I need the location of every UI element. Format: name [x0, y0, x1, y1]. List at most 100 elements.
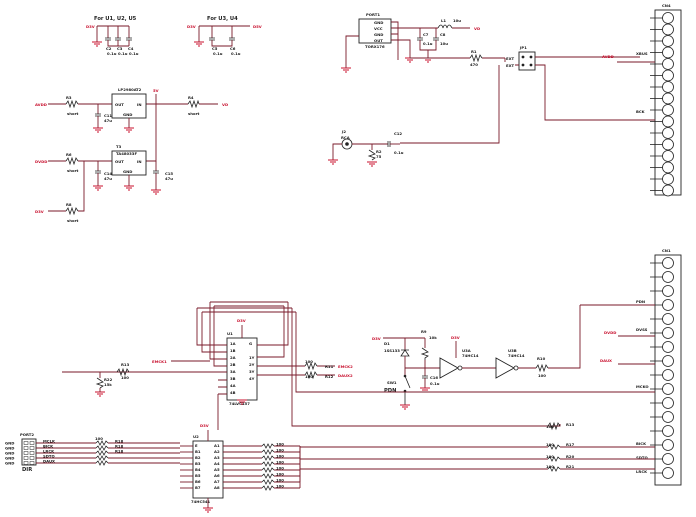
cn4-pin-9: [662, 104, 674, 116]
ic-t3-part: TA48033F: [116, 151, 137, 156]
u2-pin-right-5: A5: [214, 467, 220, 472]
res-r10-ref: R10: [537, 356, 546, 361]
res-r12-value: 100: [305, 374, 313, 379]
res-r13b-ref: R13: [566, 422, 575, 427]
res-r18-value: 100: [95, 436, 103, 441]
net-d3v-label: D3V: [86, 24, 95, 29]
cn4-pin-1: [662, 12, 674, 24]
u2-pin-left-5: B4: [195, 467, 201, 472]
u1-pin-1a: 1A: [230, 341, 236, 346]
cap-c7-ref: C7: [423, 32, 429, 37]
res-r3-ref: R3: [66, 95, 72, 100]
port2-pin-2: GND: [5, 446, 14, 451]
cn1-pin-mcko: MCKO: [636, 384, 649, 389]
ic-t2-in: IN: [137, 102, 142, 107]
cap-c11-value: 47u: [104, 118, 112, 123]
res-r22-ref: R22: [104, 377, 113, 382]
u1-pin-2a: 2A: [230, 355, 236, 360]
sig-left-mclk: MCLK: [43, 439, 56, 444]
net-d3v-u1: D3V: [237, 318, 246, 323]
port1-pin-gnd2: GND: [374, 32, 383, 37]
u2-pin-right-3: A3: [214, 455, 220, 460]
inductor-l1-value: 10u: [453, 18, 461, 23]
net-emck1: EMCK1: [152, 359, 167, 364]
gate-u3b-ref: U3B: [508, 348, 517, 353]
net-avdd-left: AVDD: [35, 102, 47, 107]
res-r6-value: short: [67, 168, 78, 173]
res-r21-value: 100: [546, 464, 554, 469]
u1-pin-3a: 3A: [230, 369, 236, 374]
cn4-pin-avdd: AVDD: [602, 54, 614, 59]
cap-c5-ref: C5: [212, 46, 218, 51]
u2-pin-right-2: A2: [214, 449, 220, 454]
port2-pin-4: GND: [5, 456, 14, 461]
gate-u3a-ref: U3A: [462, 348, 471, 353]
cn1-pin-1: [662, 257, 674, 269]
u1-pin-3b: 3B: [230, 376, 236, 381]
jp1-ref: JP1: [519, 45, 527, 50]
cap-c16-ref: C16: [430, 375, 438, 380]
u1-pin-g: G: [249, 341, 252, 346]
cap-c16-value: 0.1u: [430, 381, 440, 386]
cn1-pin-16: [662, 467, 674, 479]
net-daux2: DAUX2: [338, 373, 353, 378]
ic-u1: U1 74LVC157 D3V 1A 1B 2A 2B 3A 3B 4A 4B …: [62, 301, 353, 430]
res-r18-1: R18: [115, 439, 124, 444]
cn4-pin-13: [662, 150, 674, 162]
res-r17-value: 100: [546, 442, 554, 447]
net-d3v-left: D3V: [35, 209, 44, 214]
ic-t3-in: IN: [137, 159, 142, 164]
cn4-pin-7: [662, 81, 674, 93]
rca-ref: J2: [341, 129, 346, 134]
cap-c2-ref: C2: [106, 46, 112, 51]
res-bank-value-8: 100: [276, 484, 284, 489]
cn1-pin-bick: BICK: [636, 441, 647, 446]
ic-t3-ref: T3: [116, 144, 122, 149]
connector-cn1: CN1 PDN DVDD DVSS DAUX MCKO BICK SDTO LR…: [600, 248, 682, 486]
cap-c3-ref: C3: [117, 46, 123, 51]
res-bank-value-5: 100: [276, 466, 284, 471]
net-emck2: EMCK2: [338, 364, 353, 369]
note-u1-u2-u5: For U1, U2, U5: [94, 16, 137, 22]
cn1-pin-8: [662, 355, 674, 367]
regulator-t2: AVDD R3 short T2 LP2980A OUT IN GND C11 …: [35, 87, 228, 133]
cn1-pin-dvss: DVSS: [636, 327, 648, 332]
port2-ref: PORT2: [20, 432, 34, 437]
net-vd-right: VD: [474, 26, 480, 31]
res-bank-value-1: 100: [276, 442, 284, 447]
u1-body: [226, 337, 258, 401]
res-r18-2: R18: [115, 444, 124, 449]
cn4-pin-bck: BCK: [636, 109, 646, 114]
u1-ref: U1: [227, 331, 233, 336]
u2-pin-right-7: A7: [214, 479, 220, 484]
net-d5v-label: D5V: [253, 24, 262, 29]
port1-pin-gnd1: GND: [374, 20, 383, 25]
sig-left-daux: DAUX: [43, 459, 55, 464]
res-r17-ref: R17: [566, 442, 575, 447]
pdn-circuit: D3V R9 10k D1 1SS133 SW1 PDN C16 0.1u D3…: [372, 305, 581, 410]
ic-t2-out: OUT: [115, 102, 124, 107]
res-r12-ref: R12: [325, 374, 334, 379]
cn1-pin-6: [662, 327, 674, 339]
cn1-pin-dvdd: DVDD: [604, 330, 616, 335]
ic-t3-out: OUT: [115, 159, 124, 164]
gate-u3b-part: 74HC14: [508, 353, 525, 358]
jp1-label-a: EXT: [506, 56, 515, 61]
cn4-pin-6: [662, 69, 674, 82]
cn1-pin-10: [662, 383, 674, 395]
port2-pin-5: GND: [5, 461, 14, 466]
ic-t3-body: [111, 150, 147, 176]
res-bank-value-7: 100: [276, 478, 284, 483]
u2-pin-right-8: A8: [214, 485, 220, 490]
rca-label: RCA: [341, 135, 350, 140]
res-r10-value: 100: [538, 373, 546, 378]
cn4-pin-4: [662, 46, 674, 59]
res-r1-value: 470: [470, 62, 478, 67]
u1-pin-4b: 4B: [230, 390, 236, 395]
res-r20-value: 100: [546, 454, 554, 459]
connector-cn4: CN4 AVDD XBUS BCK: [602, 3, 682, 197]
